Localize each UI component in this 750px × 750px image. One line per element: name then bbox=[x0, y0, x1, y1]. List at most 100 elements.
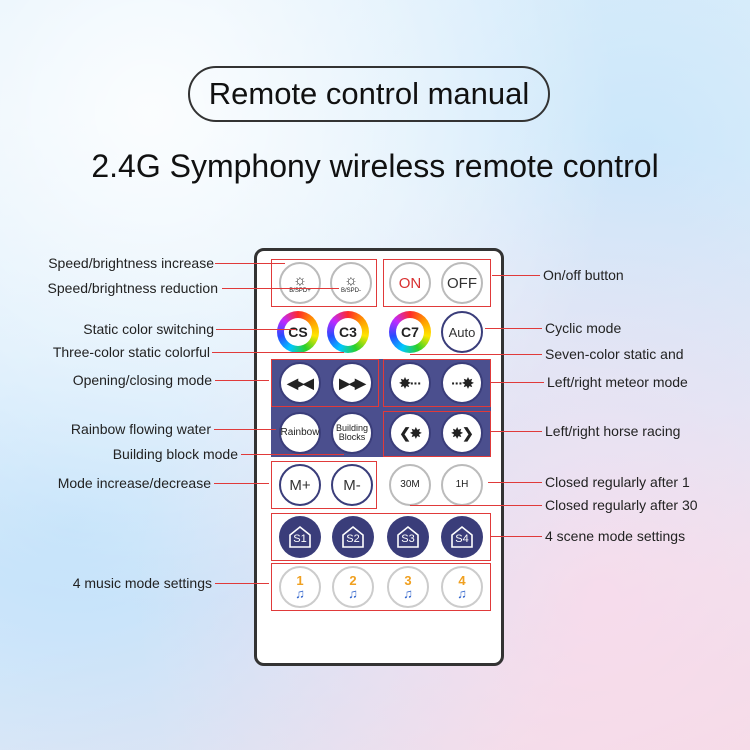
pointer-line bbox=[214, 483, 269, 484]
label-horse: Left/right horse racing bbox=[545, 423, 681, 439]
pointer-line bbox=[215, 380, 269, 381]
pointer-line bbox=[492, 275, 540, 276]
on-label: ON bbox=[398, 274, 422, 292]
scene-1-button[interactable]: S1 bbox=[279, 516, 321, 558]
closing-button[interactable]: ▶◂▶ bbox=[331, 362, 373, 404]
music-note-icon: ♫ bbox=[348, 586, 358, 601]
pointer-line bbox=[216, 329, 296, 330]
music-note-icon: ♫ bbox=[295, 586, 305, 601]
label-mode-incdec: Mode increase/decrease bbox=[57, 475, 211, 491]
brightness-down-label: B/SPD- bbox=[340, 287, 361, 294]
horse-frame bbox=[383, 411, 491, 457]
home-icon bbox=[342, 525, 364, 548]
sun-icon: ☼ bbox=[293, 271, 307, 289]
scene-3-button[interactable]: S3 bbox=[387, 516, 429, 558]
c3-label: C3 bbox=[339, 324, 357, 340]
meteor-left-icon: ✸··· bbox=[399, 375, 422, 391]
c7-label: C7 bbox=[401, 324, 419, 340]
label-three-color: Three-color static colorful bbox=[52, 344, 210, 360]
music-2-button[interactable]: 2 ♫ bbox=[332, 566, 374, 608]
horse-left-icon: ❮✸ bbox=[399, 425, 421, 441]
pointer-line bbox=[215, 263, 285, 264]
music-1-button[interactable]: 1 ♫ bbox=[279, 566, 321, 608]
sun-dim-icon: ☼ bbox=[344, 271, 358, 289]
mode-decrease-label: M- bbox=[343, 476, 361, 494]
off-button[interactable]: OFF bbox=[441, 262, 483, 304]
pointer-line bbox=[490, 536, 542, 537]
meteor-right-button[interactable]: ···✸ bbox=[441, 362, 483, 404]
label-speed-reduction: Speed/brightness reduction bbox=[47, 280, 218, 296]
pointer-line bbox=[485, 328, 542, 329]
label-scene: 4 scene mode settings bbox=[545, 528, 686, 544]
brightness-up-label: B/SPD+ bbox=[289, 287, 311, 294]
rainbow-button[interactable]: Rainbow bbox=[279, 412, 321, 454]
pointer-line bbox=[410, 505, 542, 506]
label-cyclic: Cyclic mode bbox=[545, 320, 622, 336]
open-close-frame bbox=[271, 359, 379, 407]
brightness-down-button[interactable]: ☼ B/SPD- bbox=[330, 262, 372, 304]
pointer-line bbox=[222, 288, 339, 289]
timer-30m-label: 30M bbox=[400, 479, 420, 490]
horse-right-button[interactable]: ✸❯ bbox=[441, 412, 483, 454]
horse-right-icon: ✸❯ bbox=[451, 425, 473, 441]
auto-label: Auto bbox=[448, 324, 476, 340]
cs-label: CS bbox=[288, 324, 308, 340]
c3-button[interactable]: C3 bbox=[327, 311, 369, 353]
label-meteor: Left/right meteor mode bbox=[547, 374, 688, 390]
closing-arrows-icon: ▶◂▶ bbox=[339, 375, 366, 391]
music-3-button[interactable]: 3 ♫ bbox=[387, 566, 429, 608]
horse-left-button[interactable]: ❮✸ bbox=[389, 412, 431, 454]
pointer-line bbox=[410, 354, 542, 355]
scene-3-label: S3 bbox=[401, 533, 415, 545]
timer-1h-label: 1H bbox=[455, 479, 469, 490]
mode-increase-label: M+ bbox=[289, 476, 311, 494]
auto-button[interactable]: Auto bbox=[441, 311, 483, 353]
timer-1h-button[interactable]: 1H bbox=[441, 464, 483, 506]
scene-frame bbox=[271, 513, 491, 561]
pointer-line bbox=[490, 382, 544, 383]
off-label: OFF bbox=[447, 274, 477, 292]
on-button[interactable]: ON bbox=[389, 262, 431, 304]
home-icon bbox=[451, 525, 473, 548]
label-music: 4 music mode settings bbox=[72, 575, 212, 591]
pointer-line bbox=[215, 583, 269, 584]
timer-30m-button[interactable]: 30M bbox=[389, 464, 431, 506]
label-closed-1: Closed regularly after 1 bbox=[545, 474, 690, 490]
label-open-close: Opening/closing mode bbox=[72, 372, 212, 388]
pointer-line bbox=[490, 431, 542, 432]
home-icon bbox=[289, 525, 311, 548]
label-rainbow: Rainbow flowing water bbox=[70, 421, 211, 437]
pointer-line bbox=[241, 454, 344, 455]
remote-control: ☼ B/SPD+ ☼ B/SPD- ON OFF CS C3 C7 Auto ◀… bbox=[254, 248, 504, 666]
opening-arrows-icon: ◀▸◀ bbox=[287, 375, 314, 391]
scene-4-button[interactable]: S4 bbox=[441, 516, 483, 558]
page-subtitle: 2.4G Symphony wireless remote control bbox=[91, 148, 659, 184]
c7-button[interactable]: C7 bbox=[389, 311, 431, 353]
mode-decrease-button[interactable]: M- bbox=[331, 464, 373, 506]
scene-1-label: S1 bbox=[293, 533, 307, 545]
meteor-left-button[interactable]: ✸··· bbox=[389, 362, 431, 404]
building-blocks-button[interactable]: Building Blocks bbox=[331, 412, 373, 454]
pointer-line bbox=[488, 482, 542, 483]
music-1-label: 1 bbox=[296, 573, 304, 588]
cs-button[interactable]: CS bbox=[277, 311, 319, 353]
music-frame bbox=[271, 563, 491, 611]
label-speed-increase: Speed/brightness increase bbox=[48, 255, 214, 271]
meteor-right-icon: ···✸ bbox=[451, 375, 474, 391]
label-static-switching: Static color switching bbox=[83, 321, 214, 337]
brightness-up-button[interactable]: ☼ B/SPD+ bbox=[279, 262, 321, 304]
music-4-button[interactable]: 4 ♫ bbox=[441, 566, 483, 608]
title-pill: Remote control manual bbox=[188, 66, 550, 122]
scene-2-button[interactable]: S2 bbox=[332, 516, 374, 558]
music-2-label: 2 bbox=[349, 573, 357, 588]
music-4-label: 4 bbox=[458, 573, 466, 588]
music-3-label: 3 bbox=[404, 573, 412, 588]
scene-2-label: S2 bbox=[346, 533, 360, 545]
music-note-icon: ♫ bbox=[457, 586, 467, 601]
speed-frame bbox=[271, 259, 377, 307]
label-building: Building block mode bbox=[112, 446, 238, 462]
mode-frame bbox=[271, 461, 377, 509]
mode-increase-button[interactable]: M+ bbox=[279, 464, 321, 506]
opening-button[interactable]: ◀▸◀ bbox=[279, 362, 321, 404]
page-title: Remote control manual bbox=[208, 76, 530, 111]
